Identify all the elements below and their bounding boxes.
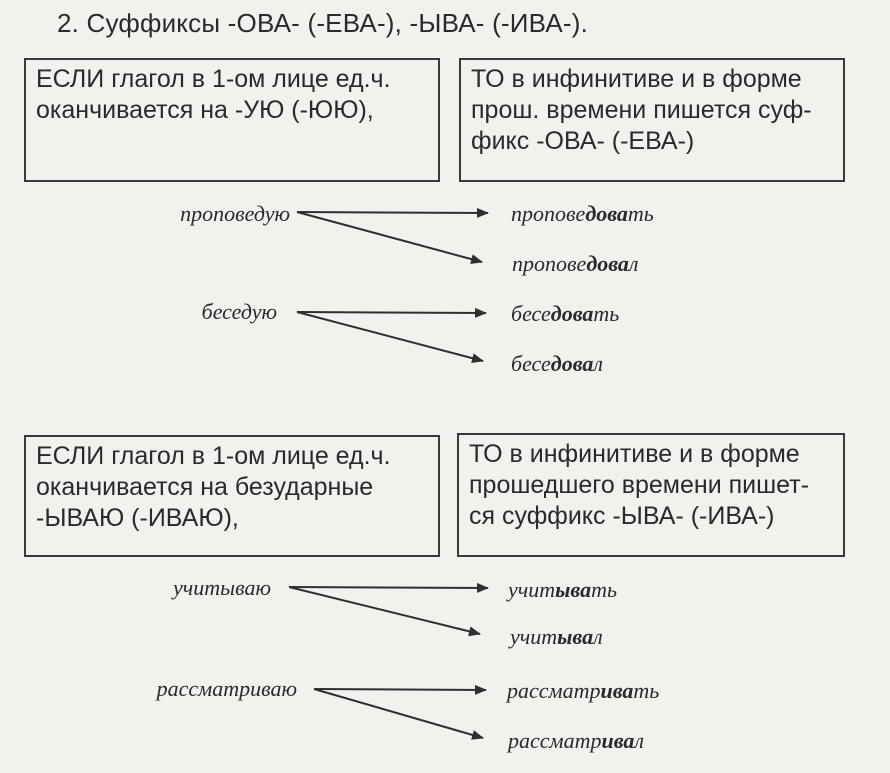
- arrow-to-infinitive: [296, 207, 489, 218]
- example-source-word: беседую: [201, 299, 277, 324]
- arrow-to-past: [296, 311, 484, 364]
- example-past: рассматривал: [508, 728, 644, 753]
- section-title: 2. Суффиксы -ОВА- (-ЕВА-), -ЫВА- (-ИВА-)…: [57, 8, 589, 38]
- example-infinitive: рассматривать: [507, 678, 660, 703]
- example-past: беседовал: [511, 351, 603, 376]
- arrow-to-past: [313, 688, 484, 740]
- example-source-word: проповедую: [180, 201, 290, 226]
- example-infinitive: учитывать: [508, 577, 618, 602]
- example-infinitive: проповедовать: [511, 201, 654, 226]
- arrow-to-past: [296, 211, 483, 264]
- example-infinitive: беседовать: [511, 301, 620, 326]
- rule-2-condition-box: ЕСЛИ глагол в 1-ом лице ед.ч. оканчивает…: [24, 435, 440, 557]
- rule-1-condition-box: ЕСЛИ глагол в 1-ом лице ед.ч. оканчивает…: [24, 58, 440, 182]
- example-source-word: учитываю: [173, 575, 271, 600]
- rule-2-result-box: ТО в инфинитиве и в форме прошедшего вре…: [457, 433, 845, 557]
- example-past: учитывал: [510, 624, 603, 649]
- arrow-to-infinitive: [288, 582, 489, 593]
- example-past: проповедовал: [512, 251, 639, 276]
- arrow-to-past: [288, 586, 481, 637]
- example-source-word: рассматриваю: [156, 676, 297, 701]
- rule-1-result-box: ТО в инфинитиве и в форме прош. времени …: [459, 58, 845, 182]
- arrow-to-infinitive: [296, 307, 487, 318]
- arrow-to-infinitive: [313, 684, 487, 695]
